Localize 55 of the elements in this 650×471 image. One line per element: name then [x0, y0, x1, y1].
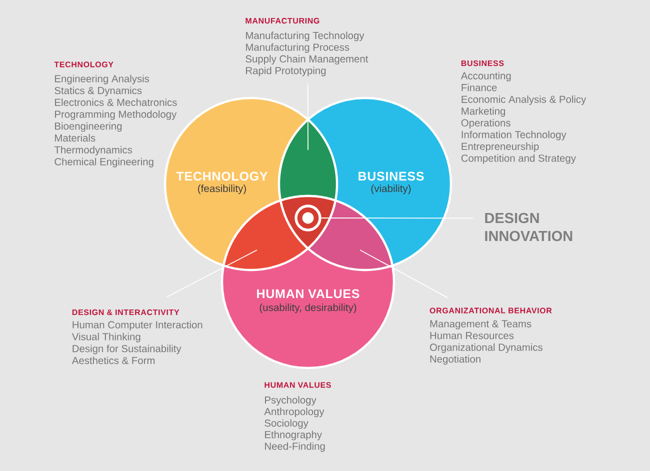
list-item: Thermodynamics [54, 146, 132, 156]
circle-subtitle: (viability) [371, 184, 411, 194]
list-item: Design for Sustainability [72, 344, 182, 354]
list-item: Aesthetics & Form [72, 356, 155, 364]
overlap-region [280, 194, 337, 250]
list-item: Finance [462, 84, 497, 92]
list-item: Sociology [264, 419, 308, 429]
list-item: Manufacturing Technology [246, 32, 364, 42]
list-item: Competition and Strategy [461, 154, 576, 164]
target-symbol [294, 204, 322, 232]
circle-title: BUSINESS [358, 172, 424, 181]
overlap-region [278, 118, 338, 202]
list-item: Human Resources [430, 332, 514, 340]
list-item: Economic Analysis & Policy [462, 95, 586, 105]
list-item: Programming Methodology [55, 110, 177, 120]
list-item: Manufacturing Process [246, 43, 350, 53]
list-item: Operations [461, 119, 510, 128]
list-heading: MANUFACTURING [246, 18, 320, 24]
leader-line [307, 83, 308, 150]
circle-subtitle: (usability, desirability) [260, 304, 356, 314]
circle-subtitle: (feasibility) [198, 184, 246, 194]
overlap-region [222, 199, 310, 272]
list-heading: ORGANIZATIONAL BEHAVIOR [430, 308, 552, 314]
list-heading: HUMAN VALUES [264, 382, 331, 388]
list-item: Accounting [460, 72, 511, 82]
list-item: Entrepreneurship [462, 142, 539, 152]
list-item: Management & Teams [430, 320, 532, 330]
leader-line [166, 250, 258, 298]
circle-title: HUMAN VALUES [257, 289, 360, 298]
leader-line [360, 250, 448, 298]
list-heading: TECHNOLOGY [54, 62, 114, 68]
list-item: Need-Finding [265, 442, 325, 452]
list-item: Anthropology [264, 408, 324, 418]
list-item: Organizational Dynamics [430, 343, 542, 353]
list-item: Marketing [462, 107, 506, 117]
list-item: Ethnography [265, 430, 322, 440]
overlap-region [306, 199, 394, 272]
list-item: Negotiation [430, 355, 480, 365]
list-item: Statics & Dynamics [54, 86, 142, 96]
list-item: Psychology [265, 396, 316, 406]
list-item: Human Computer Interaction [72, 320, 202, 330]
list-heading: DESIGN & INTERACTIVITY [72, 309, 180, 316]
list-item: Information Technology [462, 130, 566, 140]
list-item: Engineering Analysis [55, 74, 150, 84]
list-item: Materials [55, 134, 96, 142]
list-item: Bioengineering [55, 122, 122, 132]
list-item: Rapid Prototyping [246, 66, 326, 76]
list-heading: BUSINESS [461, 60, 504, 66]
leader-line [320, 218, 474, 219]
list-item: Chemical Engineering [54, 158, 154, 168]
callout-text: DESIGN INNOVATION [485, 212, 572, 242]
list-item: Supply Chain Management [246, 55, 368, 65]
list-item: Visual Thinking [72, 332, 140, 342]
list-item: Electronics & Mechatronics [55, 98, 177, 106]
circle-title: TECHNOLOGY [176, 172, 268, 181]
